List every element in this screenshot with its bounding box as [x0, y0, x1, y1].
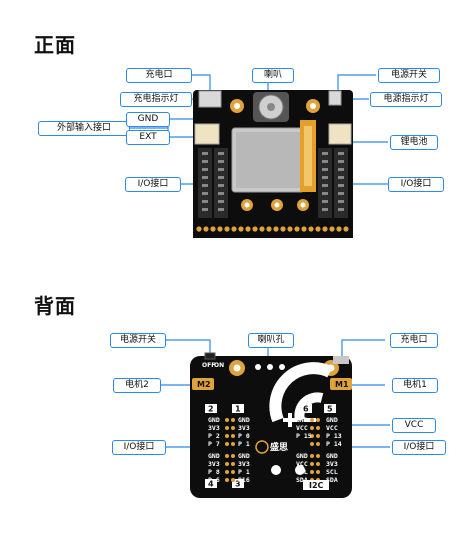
- callout-motor2: 电机2: [113, 378, 161, 393]
- callout-battery: 锂电池: [390, 135, 438, 150]
- pin-label: 3V3: [326, 460, 338, 468]
- pin-label: VCC: [296, 460, 308, 468]
- pin-label: SCL: [326, 468, 338, 476]
- switch-off-text: OFF: [202, 362, 215, 369]
- port4-text: 4: [208, 480, 214, 489]
- back-left-pin-labels: GND 3V3 P 2 P 7 GND 3V3 P 8 P 6: [208, 416, 220, 484]
- callout-io-left-front: I/O接口: [125, 177, 181, 192]
- pin-label: GND: [326, 416, 338, 424]
- callout-charge-port: 充电口: [126, 68, 192, 83]
- pin-label: P16: [238, 476, 250, 484]
- callout-io-left-back: I/O接口: [112, 440, 166, 455]
- port5-text: 5: [327, 405, 333, 414]
- callout-charge-led: 充电指示灯: [120, 92, 192, 107]
- ext-connector-right: [328, 123, 352, 145]
- pin-label: VCC: [326, 424, 338, 432]
- pin-label: P 14: [326, 440, 342, 448]
- port2-text: 2: [208, 405, 214, 414]
- charge-port-connector: [198, 90, 222, 108]
- pin-label: P 1: [238, 468, 250, 476]
- pin-label: P 13: [326, 432, 342, 440]
- port3-text: 3: [235, 480, 241, 489]
- callout-ext-input: 外部输入接口: [38, 121, 130, 136]
- pin-label: P 15: [296, 432, 312, 440]
- pin-label: GND: [208, 452, 220, 460]
- pin-label: GND: [238, 452, 250, 460]
- pin-label: P 2: [208, 432, 220, 440]
- port6-text: 6: [303, 405, 309, 414]
- front-edge-connector: [196, 226, 349, 232]
- port1-text: 1: [235, 405, 241, 414]
- pin-label: 3V3: [208, 460, 220, 468]
- callout-gnd: GND: [126, 112, 170, 127]
- pin-label: VCC: [296, 424, 308, 432]
- pin-label: 3V3: [238, 460, 250, 468]
- pin-label: P 1: [238, 440, 250, 448]
- pin-label: P 8: [208, 468, 220, 476]
- callout-power-switch-front: 电源开关: [378, 68, 440, 83]
- back-secondary-pin-labels: GND VCC P 15 GND VCC SCL SDA: [296, 416, 312, 484]
- pin-label: GND: [326, 452, 338, 460]
- logo-arc-outer: [269, 362, 333, 423]
- switch-on-text: ON: [214, 362, 224, 369]
- pin-label: SDA: [296, 476, 308, 484]
- pin-label: GND: [296, 416, 308, 424]
- power-switch-part: [328, 90, 342, 106]
- m1-text: M1: [335, 380, 349, 389]
- callout-motor1: 电机1: [392, 378, 438, 393]
- front-title: 正面: [34, 33, 76, 57]
- callout-power-led: 电源指示灯: [370, 92, 442, 107]
- callout-speaker-hole: 喇叭孔: [248, 333, 294, 348]
- ext-connector-left: [194, 123, 220, 145]
- pin-label: GND: [208, 416, 220, 424]
- pin-label: GND: [238, 416, 250, 424]
- back-right-pin-labels: GND VCC P 13 P 14 GND 3V3 SCL SDA: [326, 416, 342, 484]
- front-right-headers: [318, 148, 348, 218]
- pin-label: GND: [296, 452, 308, 460]
- pin-label: 3V3: [208, 424, 220, 432]
- callout-speaker: 喇叭: [252, 68, 294, 83]
- pin-label: 3V3: [238, 424, 250, 432]
- pin-label: SDA: [326, 476, 338, 484]
- m2-text: M2: [197, 380, 211, 389]
- logo-arc-inner: [294, 392, 324, 422]
- back-title: 背面: [34, 294, 76, 318]
- callout-charge-port-back: 充电口: [390, 333, 438, 348]
- callout-io-right-front: I/O接口: [388, 177, 444, 192]
- brand-logo-icon: [255, 440, 269, 454]
- callout-vcc: VCC: [392, 418, 436, 433]
- back-left-pin-holes: [225, 418, 235, 482]
- callout-ext: EXT: [126, 130, 170, 145]
- front-left-headers: [198, 148, 228, 218]
- back-mid-pin-labels: GND 3V3 P 0 P 1 GND 3V3 P 1 P16: [238, 416, 250, 484]
- i2c-text: I2C: [309, 481, 324, 490]
- pin-label: P 6: [208, 476, 220, 484]
- front-header-pins: [202, 152, 344, 211]
- pin-label: P 0: [238, 432, 250, 440]
- callout-io-right-back: I/O接口: [392, 440, 446, 455]
- pin-label: SCL: [296, 468, 308, 476]
- pin-label: P 7: [208, 440, 220, 448]
- brand-text: 盛思: [270, 441, 288, 453]
- callout-power-switch-back: 电源开关: [110, 333, 166, 348]
